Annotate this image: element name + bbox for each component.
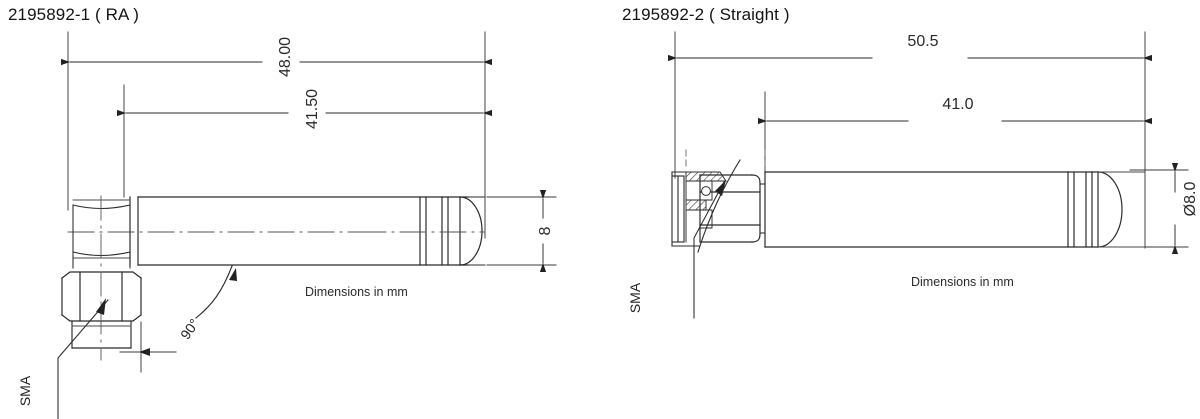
connector-label-sma-straight: SMA	[627, 282, 643, 314]
note-dimensions-in-mm-ra: Dimensions in mm	[305, 285, 408, 299]
angle-label-90: 90°	[177, 315, 203, 343]
dimension-value-41-50: 41.50	[304, 76, 322, 142]
dimension-value-diameter-8: Ø8.0	[1182, 166, 1200, 232]
drawing-title-ra: 2195892-1 ( RA )	[8, 5, 140, 24]
dimension-value-8: 8	[537, 213, 555, 249]
dimension-value-48: 48.00	[277, 24, 295, 90]
dimension-value-41-0: 41.0	[915, 96, 1001, 114]
connector-label-sma-ra: SMA	[17, 375, 33, 407]
dimension-value-50-5: 50.5	[880, 33, 966, 51]
note-dimensions-in-mm-straight: Dimensions in mm	[911, 275, 1014, 289]
drawing-title-straight: 2195892-2 ( Straight )	[622, 5, 790, 24]
